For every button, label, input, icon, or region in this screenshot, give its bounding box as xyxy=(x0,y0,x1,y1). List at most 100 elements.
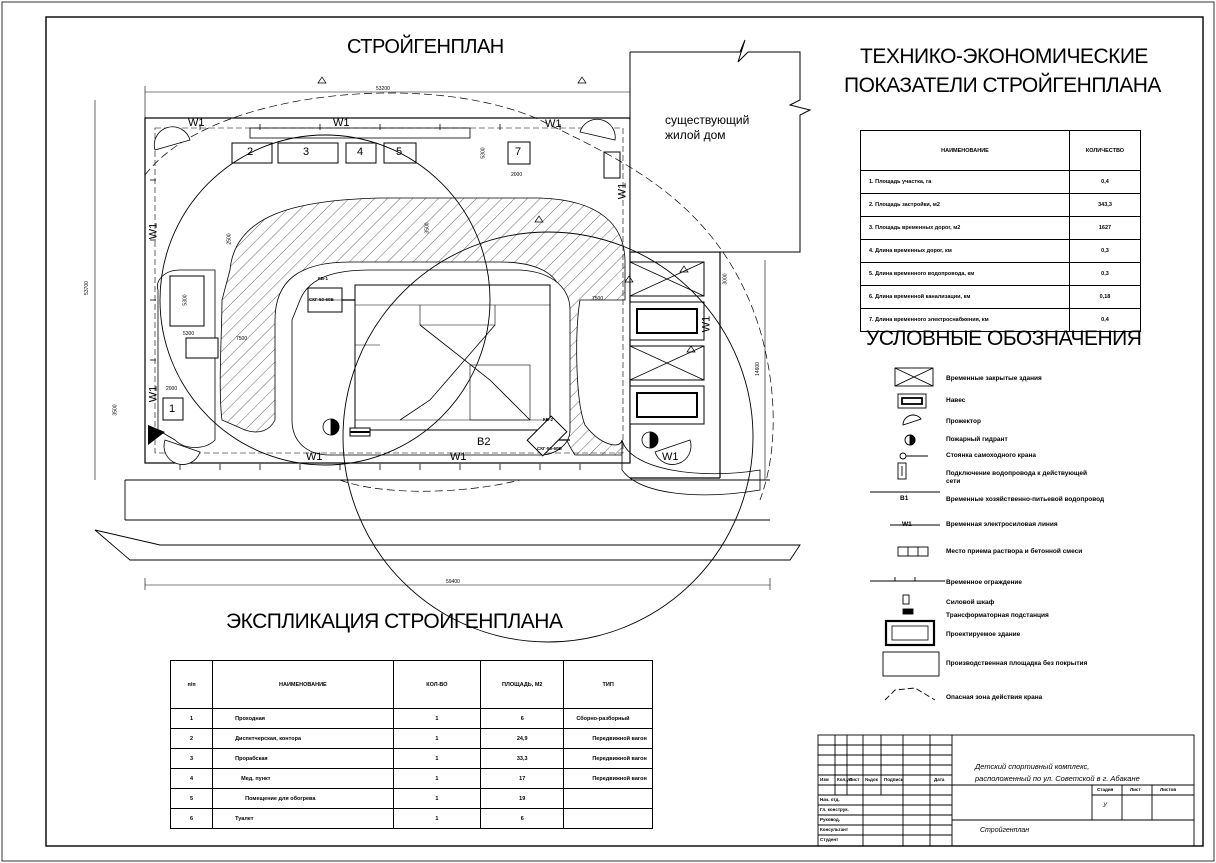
expl-cell: 17 xyxy=(480,768,565,789)
expl-cell: Передвижной вагон xyxy=(563,728,653,749)
expl-cell: Проходная xyxy=(212,708,394,729)
stamp-sheet-title: Стройгенплан xyxy=(980,827,1030,834)
dimension-label: 7500 xyxy=(592,296,604,302)
legend-title: УСЛОВНЫЕ ОБОЗНАЧЕНИЯ xyxy=(866,327,1142,350)
tep-cell: 1. Площадь участка, га xyxy=(860,170,1070,194)
expl-cell: 1 xyxy=(392,728,482,749)
legend-label: Подключение водопровода к действующей се… xyxy=(946,470,1087,485)
storage-area-left xyxy=(169,275,205,327)
expl-cell: 1 xyxy=(392,768,482,789)
w-label: W1 xyxy=(450,451,467,463)
expl-cell: Передвижной вагон xyxy=(563,768,653,789)
expl-cell: 4 xyxy=(169,768,214,789)
tep-cell: 1627 xyxy=(1069,216,1141,240)
expl-cell xyxy=(563,808,653,829)
building-7 xyxy=(507,141,531,165)
expl-cell: 3 xyxy=(169,748,214,769)
expl-cell: Диспетчерская, контора xyxy=(212,728,394,749)
stamp-col: Подпись xyxy=(884,777,904,782)
stamp-col: Изм xyxy=(820,777,829,782)
w-label: W1 xyxy=(333,117,350,129)
tep-table: НАИМЕНОВАНИЕ КОЛИЧЕСТВО 1. Площадь участ… xyxy=(860,130,1141,332)
expl-cell: 1 xyxy=(392,808,482,829)
stamp-project-name: Детский спортивный комплекс, расположенн… xyxy=(975,762,1140,783)
w-label: W1 xyxy=(545,118,562,130)
crane-2 xyxy=(526,415,568,457)
inner-frame xyxy=(45,16,1204,847)
expl-cell: Помещение для обогрева xyxy=(212,788,394,809)
fence-ticks xyxy=(150,124,581,470)
projected-building xyxy=(354,284,551,431)
expl-header: ПЛОЩАДЬ, М2 xyxy=(480,660,565,709)
existing-house xyxy=(629,39,812,253)
building-number: 3 xyxy=(303,146,310,158)
legend-label: Временное ограждение xyxy=(946,579,1023,586)
stamp-role: Консультант xyxy=(820,827,849,832)
legend-label: Производственная площадка без покрытия xyxy=(946,660,1088,667)
plan-title: СТРОЙГЕНПЛАН xyxy=(347,36,504,58)
legend-label: Место приема раствора и бетонной смеси xyxy=(946,548,1083,555)
dimension-label: 5300 xyxy=(183,331,195,337)
tep-cell: 5. Длина временного водопровода, км xyxy=(860,262,1070,286)
expl-cell xyxy=(563,788,653,809)
tep-header-name: НАИМЕНОВАНИЕ xyxy=(860,130,1070,171)
expl-cell: 33,3 xyxy=(480,748,565,769)
expl-header: КОЛ-ВО xyxy=(392,660,482,709)
expl-cell: Мед. пункт xyxy=(212,768,394,789)
tep-cell: 6. Длина временной канализации, км xyxy=(860,285,1070,309)
dimension-label: 59400 xyxy=(446,579,460,585)
explication-title: ЭКСПЛИКАЦИЯ СТРОИГЕНПЛАНА xyxy=(226,610,563,633)
w-label: W1 xyxy=(147,385,160,403)
building-3 xyxy=(277,142,339,164)
tep-cell: 0,4 xyxy=(1069,170,1141,194)
tep-cell: 7. Длина временного электроснабжения, км xyxy=(860,308,1070,332)
explication-table: п/п НАИМЕНОВАНИЕ КОЛ-ВО ПЛОЩАДЬ, М2 ТИП … xyxy=(169,660,653,829)
expl-cell: 2 xyxy=(169,728,214,749)
searchlights xyxy=(153,118,692,465)
tep-cell: 3. Площадь временных дорог, м2 xyxy=(860,216,1070,240)
legend-line-code: B1 xyxy=(900,495,909,502)
building-4 xyxy=(345,142,377,164)
dimension-label: 5300 xyxy=(182,294,189,306)
right-road-loop xyxy=(621,439,761,496)
stamp-col: №док xyxy=(865,777,878,782)
stamp-col: Кол.уч xyxy=(837,777,852,782)
crane-danger-zones xyxy=(159,134,754,643)
site-plan xyxy=(94,39,812,643)
b-label: B2 xyxy=(477,436,491,448)
tep-cell: 2. Площадь застройки, м2 xyxy=(860,193,1070,217)
fire-hydrants xyxy=(322,418,659,449)
expl-cell: 19 xyxy=(480,788,565,809)
stamp-col: Лист xyxy=(849,777,860,782)
w-label: W1 xyxy=(306,451,323,463)
expl-cell: Туалет xyxy=(212,808,394,829)
building-number: 1 xyxy=(169,403,176,415)
building-number: 2 xyxy=(247,146,254,158)
stamp-role: Руковод. xyxy=(820,817,840,822)
expl-header: ТИП xyxy=(563,660,653,709)
expl-cell: 6 xyxy=(480,808,565,829)
dimension-label: 2000 xyxy=(511,172,523,178)
tep-cell: 0,4 xyxy=(1069,308,1141,332)
legend-label: Силовой шкаф xyxy=(946,599,995,606)
expl-header: НАИМЕНОВАНИЕ xyxy=(212,660,394,709)
crane-label: КБ-2 xyxy=(543,417,553,422)
legend-label: Временная электросиловая линия xyxy=(946,521,1058,528)
crane-reach-dashed xyxy=(144,92,774,501)
dimension-label: 7500 xyxy=(236,336,248,342)
building-site-area xyxy=(291,269,571,456)
w-label: W1 xyxy=(188,117,205,129)
title-block-frame xyxy=(817,734,1195,847)
expl-cell: 1 xyxy=(169,708,214,729)
legend-label: Стоянка самоходного крана xyxy=(946,452,1037,459)
expl-cell: 24,9 xyxy=(480,728,565,749)
expl-cell: 1 xyxy=(392,748,482,769)
legend-label: Прожектор xyxy=(946,418,981,425)
building-number: 5 xyxy=(396,146,403,158)
crane-label: КБ-1 xyxy=(318,276,328,281)
stamp-sheets-header: Листов xyxy=(1160,787,1177,792)
expl-cell: 5 xyxy=(169,788,214,809)
building-number: 4 xyxy=(357,146,364,158)
